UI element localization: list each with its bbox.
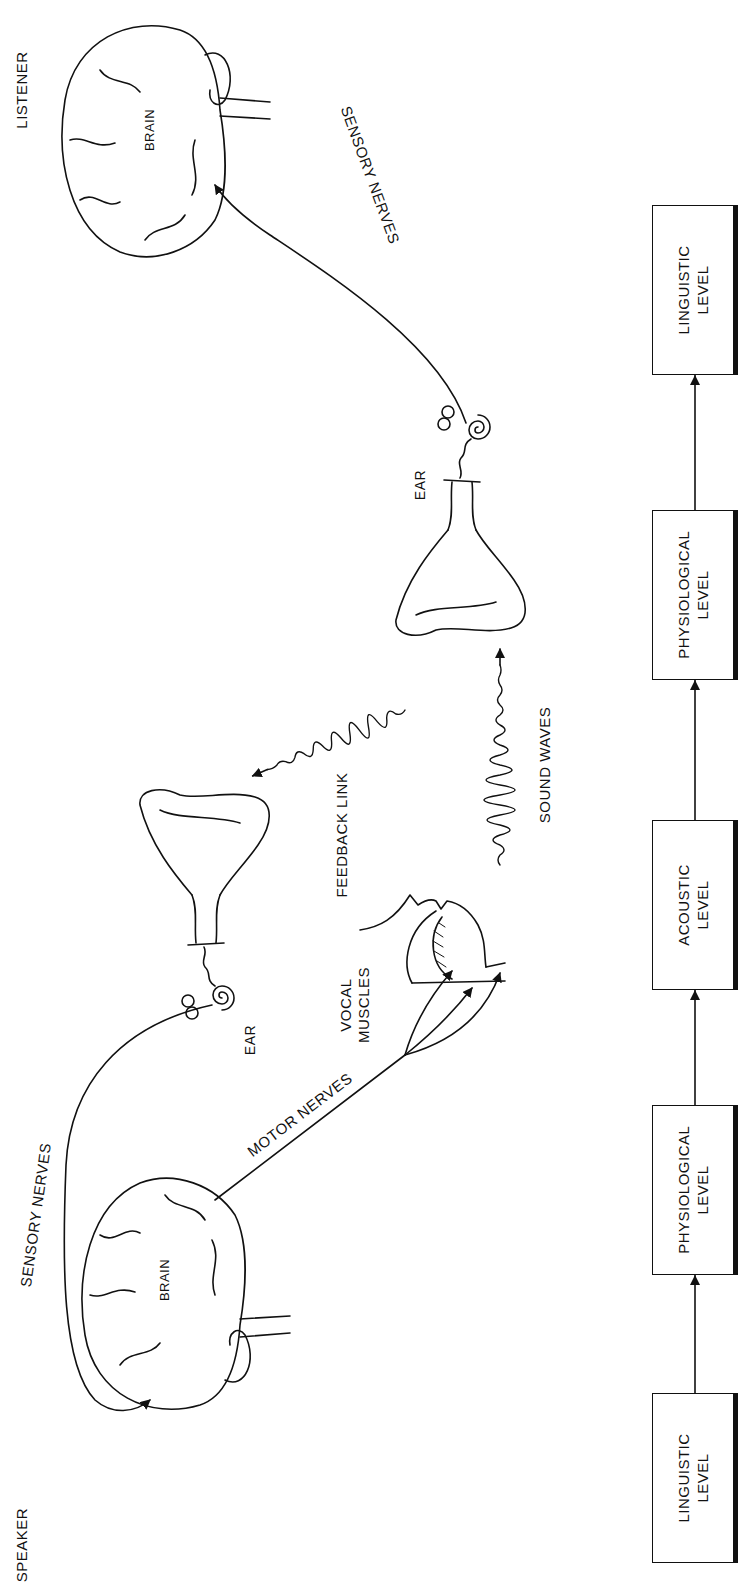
level-label: LINGUISTIC LEVEL xyxy=(674,245,712,334)
level-text-holder: LINGUISTIC LEVEL xyxy=(674,245,712,334)
level-arrow xyxy=(694,680,696,820)
level-box: PHYSIOLOGICAL LEVEL xyxy=(652,510,738,680)
motor-nerve-branch xyxy=(405,973,500,1055)
sound-waveform xyxy=(484,665,515,865)
level-box: ACOUSTIC LEVEL xyxy=(652,820,738,990)
level-box: LINGUISTIC LEVEL xyxy=(652,205,738,375)
wave-label: SOUND WAVES xyxy=(536,705,554,825)
speaker-title: SPEAKER xyxy=(13,1506,31,1584)
face-profile xyxy=(360,895,486,967)
tongue-hatching xyxy=(433,923,446,967)
palate xyxy=(407,911,436,983)
tongue xyxy=(433,917,452,979)
ear-label: EAR xyxy=(411,468,429,502)
listener-ear xyxy=(396,406,525,635)
level-box: LINGUISTIC LEVEL xyxy=(652,1393,738,1563)
feedback-waveform xyxy=(263,701,409,780)
level-box: PHYSIOLOGICAL LEVEL xyxy=(652,1105,738,1275)
speaker-sensory-nerve xyxy=(64,1005,212,1411)
sound-arrow xyxy=(499,649,501,665)
nerve-label: SENSORY NERVES xyxy=(17,1140,56,1290)
level-arrow xyxy=(694,990,696,1105)
level-label: PHYSIOLOGICAL LEVEL xyxy=(674,531,712,659)
illustration-group xyxy=(62,26,525,1411)
level-text-holder: ACOUSTIC LEVEL xyxy=(674,864,712,946)
level-label: ACOUSTIC LEVEL xyxy=(674,864,712,946)
pharynx-wall xyxy=(412,981,505,983)
feedback-wave xyxy=(249,701,410,786)
feedback-arrow xyxy=(253,770,268,776)
level-label: PHYSIOLOGICAL LEVEL xyxy=(674,1126,712,1254)
level-text-holder: LINGUISTIC LEVEL xyxy=(674,1433,712,1522)
motor-nerve-branch xyxy=(405,971,452,1055)
motor-nerve-branch xyxy=(405,988,472,1055)
level-text-holder: PHYSIOLOGICAL LEVEL xyxy=(674,531,712,659)
listener-sensory-nerve xyxy=(215,185,466,423)
listener-title: LISTENER xyxy=(13,49,31,130)
link-label: FEEDBACK LINK xyxy=(333,771,351,900)
level-arrow xyxy=(694,1275,696,1393)
ear-label: EAR xyxy=(241,1023,259,1057)
level-label: LINGUISTIC LEVEL xyxy=(674,1433,712,1522)
speaker-ear xyxy=(140,790,269,1019)
level-text-holder: PHYSIOLOGICAL LEVEL xyxy=(674,1126,712,1254)
brain-label: BRAIN xyxy=(156,1257,174,1303)
speaker-brain xyxy=(82,1178,290,1409)
level-arrow xyxy=(694,375,696,510)
motor-nerve-trunk xyxy=(215,1055,405,1200)
nerve-label: SENSORY NERVES xyxy=(336,102,404,249)
brain-label: BRAIN xyxy=(141,107,159,153)
nerve-label: MOTOR NERVES xyxy=(242,1068,357,1162)
muscle-label: VOCAL MUSCLES xyxy=(337,965,373,1045)
listener-brain xyxy=(62,26,270,257)
neck-line xyxy=(486,963,505,967)
